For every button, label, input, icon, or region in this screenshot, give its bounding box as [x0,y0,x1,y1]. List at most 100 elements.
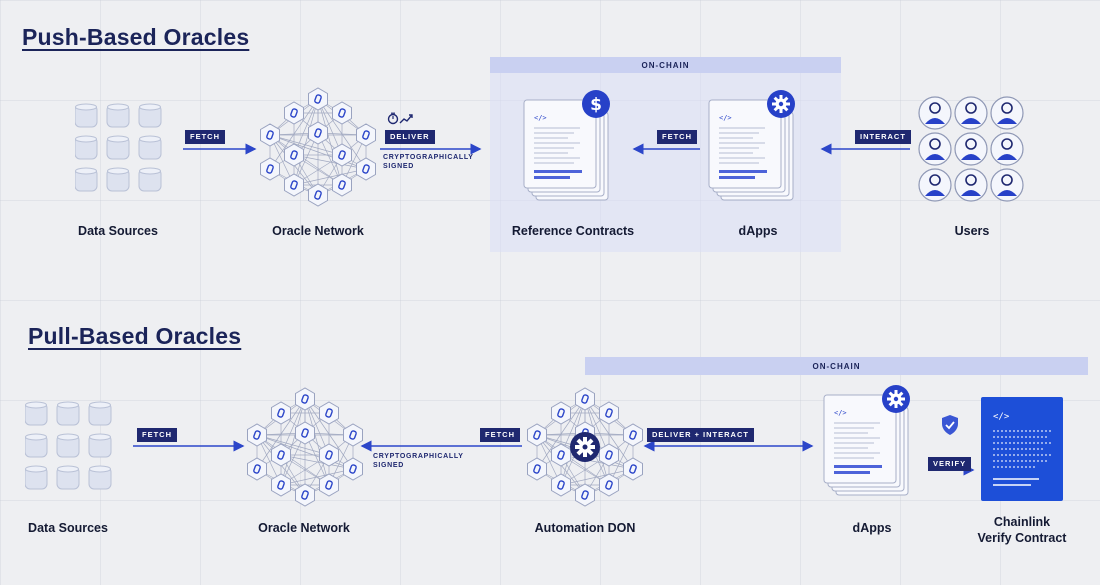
oracle-node-icon [551,401,571,425]
pull-signed-line2: SIGNED [373,462,405,469]
user-avatar-icon [918,168,952,202]
database-icon [56,401,80,426]
database-icon [106,135,130,160]
gear-icon [570,432,600,462]
oracle-node-icon [575,387,595,411]
database-icon [138,167,162,192]
push-onchain-label: ON-CHAIN [490,57,841,73]
oracle-node-icon [527,423,547,447]
automation-don-label: Automation DON [534,521,636,535]
database-icon [24,465,48,490]
push-users-icon [918,96,1028,211]
verify-contract-icon: </> [981,397,1063,501]
oracle-node-icon [295,483,315,507]
user-avatar-icon [918,96,952,130]
oracle-node-icon [319,401,339,425]
database-icon [106,167,130,192]
oracle-node-icon [260,157,280,181]
verify-contract-label-line2: Verify Contract [977,531,1067,545]
push-fetch-tag: FETCH [185,130,225,144]
pull-deliver-interact-tag: DELIVER + INTERACT [647,428,754,442]
push-signed-line1: CRYPTOGRAPHICALLY [383,154,474,161]
database-icon [56,433,80,458]
oracle-node-icon [319,473,339,497]
oracle-node-icon [551,443,571,467]
push-section-title: Push-Based Oracles [22,24,250,50]
oracle-node-icon [623,457,643,481]
gear-badge-icon [767,90,795,118]
oracle-node-icon [319,443,339,467]
push-data-sources-label: Data Sources [78,224,158,238]
database-icon [24,433,48,458]
code-glyph: </> [834,409,847,417]
oracle-node-icon [343,457,363,481]
user-avatar-icon [990,132,1024,166]
oracle-node-icon [599,473,619,497]
timer-trend-icon [387,112,413,125]
pull-signed-line1: CRYPTOGRAPHICALLY [373,453,464,460]
oracle-node-icon [575,483,595,507]
pull-oracle-network-label: Oracle Network [258,521,350,535]
push-oracle-network-icon [260,87,376,207]
pull-verify-tag: VERIFY [928,457,972,471]
oracle-node-icon [308,183,328,207]
pull-fetch-tag: FETCH [137,428,177,442]
oracle-node-icon [247,457,267,481]
pull-dapps-icon: </> [823,385,910,496]
oracle-node-icon [295,421,315,445]
pull-fetch2-tag: FETCH [480,428,520,442]
oracle-node-icon [551,473,571,497]
verify-contract-label: Chainlink Verify Contract [978,514,1067,546]
oracle-node-icon [332,173,352,197]
pull-data-sources-label: Data Sources [28,521,108,535]
push-data-sources-icon [74,102,170,207]
push-deliver-tag: DELIVER [385,130,435,144]
push-signed-text: CRYPTOGRAPHICALLY SIGNED [383,153,474,171]
verify-code-glyph: </> [993,412,1010,422]
database-icon [88,401,112,426]
push-dapps-icon: </> [708,90,795,201]
oracle-node-icon [356,123,376,147]
database-icon [138,135,162,160]
database-icon [74,135,98,160]
oracle-node-icon [295,387,315,411]
user-avatar-icon [954,96,988,130]
database-icon [56,465,80,490]
oracle-node-icon [308,121,328,145]
code-glyph: </> [534,114,547,122]
oracle-node-icon [332,101,352,125]
oracle-node-icon [308,87,328,111]
svg-text:$: $ [590,95,602,115]
oracle-node-icon [527,457,547,481]
gear-badge-icon [882,385,910,413]
user-avatar-icon [990,168,1024,202]
push-interact-tag: INTERACT [855,130,911,144]
oracle-node-icon [343,423,363,447]
database-icon [74,103,98,128]
oracle-node-icon [599,443,619,467]
oracle-node-icon [599,401,619,425]
verify-contract-label-line1: Chainlink [993,515,1051,529]
user-avatar-icon [918,132,952,166]
user-avatar-icon [954,168,988,202]
oracle-node-icon [284,101,304,125]
push-dapps-label: dApps [738,224,778,238]
oracle-node-icon [332,143,352,167]
pull-onchain-label: ON-CHAIN [585,357,1088,375]
dollar-badge-icon: $ [582,90,610,118]
oracle-node-icon [284,173,304,197]
push-fetch2-tag: FETCH [657,130,697,144]
oracle-node-icon [247,423,267,447]
code-glyph: </> [719,114,732,122]
database-icon [24,401,48,426]
oracle-node-icon [284,143,304,167]
push-oracle-network-label: Oracle Network [272,224,364,238]
oracle-node-icon [271,401,291,425]
pull-dapps-label: dApps [852,521,892,535]
pull-oracle-network-icon [247,387,363,507]
pull-data-sources-icon [24,400,120,505]
database-icon [88,465,112,490]
automation-don-icon [527,387,643,507]
